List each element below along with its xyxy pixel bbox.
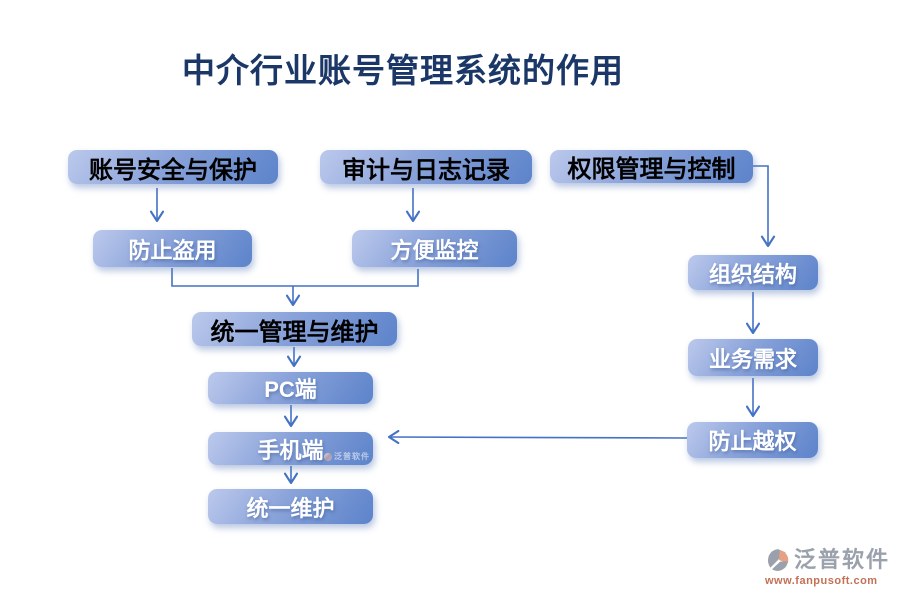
node-label: 防止越权 bbox=[708, 429, 797, 454]
node-label: 方便监控 bbox=[390, 237, 479, 263]
node-mobile-client: 手机端 泛普软件 bbox=[208, 432, 373, 465]
page-title: 中介行业账号管理系统的作用 bbox=[182, 52, 624, 89]
node-label: PC端 bbox=[264, 377, 317, 402]
edge-merge-connector bbox=[171, 268, 419, 287]
watermark-text: 泛普软件 bbox=[334, 452, 370, 461]
node-label: 审计与日志记录 bbox=[342, 156, 510, 184]
node-unified-maintenance: 统一维护 bbox=[208, 489, 373, 524]
fanpu-logo-icon bbox=[767, 549, 789, 571]
node-easy-monitoring: 方便监控 bbox=[352, 230, 517, 267]
node-prevent-theft: 防止盗用 bbox=[93, 230, 252, 267]
edge-preventoverreach-mobileclient bbox=[387, 429, 688, 445]
vendor-logo-row: 泛普软件 bbox=[765, 547, 890, 573]
node-permission-control: 权限管理与控制 bbox=[550, 150, 753, 183]
node-label: 组织结构 bbox=[708, 261, 797, 287]
node-org-structure: 组织结构 bbox=[688, 255, 818, 290]
node-unified-management: 统一管理与维护 bbox=[192, 312, 397, 346]
vendor-name: 泛普软件 bbox=[793, 547, 890, 572]
node-label: 统一管理与维护 bbox=[210, 318, 379, 346]
node-label: 账号安全与保护 bbox=[89, 156, 257, 184]
node-label: 统一维护 bbox=[246, 495, 335, 521]
node-prevent-overreach: 防止越权 bbox=[687, 422, 818, 458]
edge-permissioncontrol-orgstructure bbox=[753, 165, 776, 248]
node-pc-client: PC端 bbox=[208, 372, 373, 404]
watermark: 泛普软件 bbox=[324, 451, 370, 462]
node-label: 权限管理与控制 bbox=[567, 156, 736, 183]
node-label: 业务需求 bbox=[708, 346, 797, 372]
node-label: 手机端 bbox=[257, 437, 324, 463]
watermark-logo-icon bbox=[324, 452, 332, 461]
vendor-url: www.fanpusoft.com bbox=[764, 575, 878, 587]
node-audit-logging: 审计与日志记录 bbox=[320, 150, 532, 184]
node-business-needs: 业务需求 bbox=[688, 339, 818, 376]
vendor-logo: 泛普软件 www.fanpusoft.com bbox=[764, 547, 890, 588]
node-account-security: 账号安全与保护 bbox=[68, 150, 278, 184]
node-label: 防止盗用 bbox=[128, 237, 217, 263]
